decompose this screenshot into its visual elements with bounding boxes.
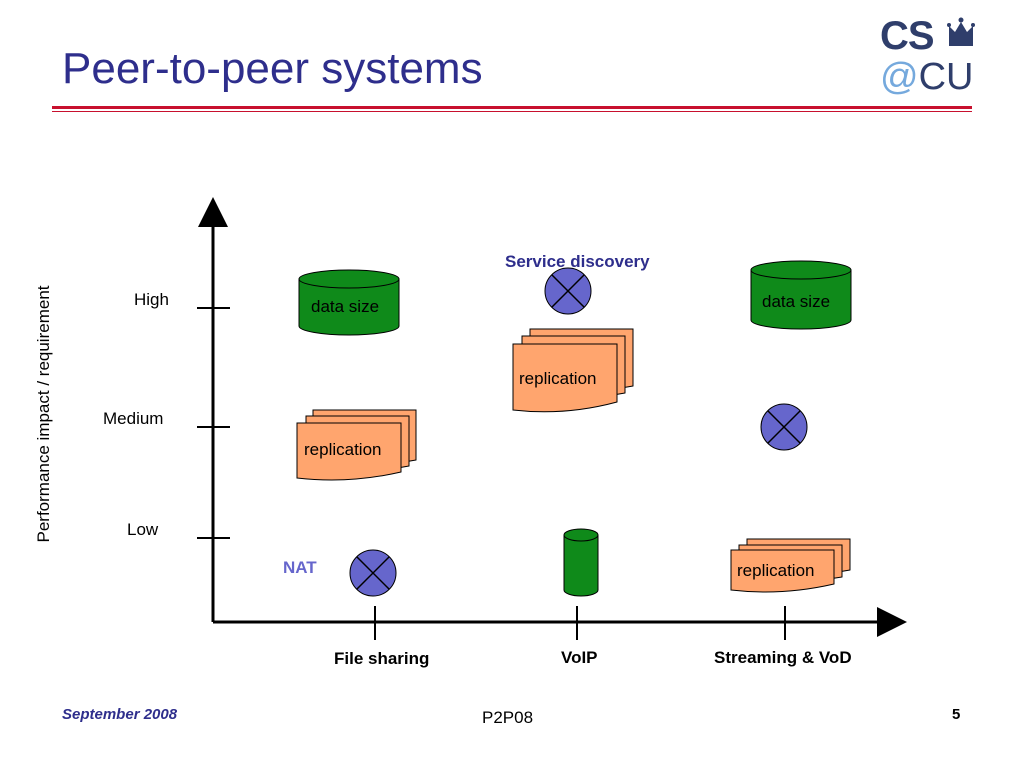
logo-at-symbol: @ [880, 56, 919, 98]
cylinder-voip-small [563, 528, 599, 597]
voip-replication-label: replication [519, 369, 597, 388]
crown-icon [947, 17, 975, 46]
y-level-high: High [134, 290, 169, 309]
x-circle-icon-service-discovery [544, 267, 592, 315]
nat-label: NAT [283, 558, 317, 577]
cylinder-streaming-data-size [750, 260, 852, 330]
title-rule [52, 106, 972, 109]
cylinder-file-sharing-data-size [298, 269, 400, 336]
x-category-voip: VoIP [561, 648, 598, 667]
logo-cu-letters: CU [918, 56, 974, 98]
x-circle-icon-nat [349, 549, 397, 597]
streaming-replication-label: replication [737, 561, 815, 580]
logo-cu-text: @CU [880, 56, 973, 99]
y-level-low: Low [127, 520, 159, 539]
x-circle-icon-streaming [760, 403, 808, 451]
y-axis-label: Performance impact / requirement [34, 285, 53, 543]
streaming-data-size-label: data size [762, 292, 831, 311]
logo-cs-text: CS [880, 14, 935, 58]
footer-date: September 2008 [62, 706, 178, 723]
title-rule-thin [52, 111, 972, 112]
slide-title: Peer-to-peer systems [62, 44, 483, 93]
x-category-file-sharing: File sharing [334, 649, 430, 668]
document-stack-streaming-replication [730, 538, 851, 593]
y-level-medium: Medium [103, 409, 164, 428]
x-category-streaming: Streaming & VoD [714, 648, 852, 667]
file-sharing-replication-label: replication [304, 440, 382, 459]
page-number: 5 [952, 706, 961, 723]
document-stack-file-sharing-replication [296, 409, 417, 481]
footer-title: P2P08 [482, 708, 534, 727]
document-stack-voip-replication [512, 328, 634, 413]
service-discovery-label: Service discovery [505, 252, 650, 271]
file-sharing-data-size-label: data size [311, 297, 380, 316]
cs-cu-logo: CS @CU [874, 10, 978, 99]
